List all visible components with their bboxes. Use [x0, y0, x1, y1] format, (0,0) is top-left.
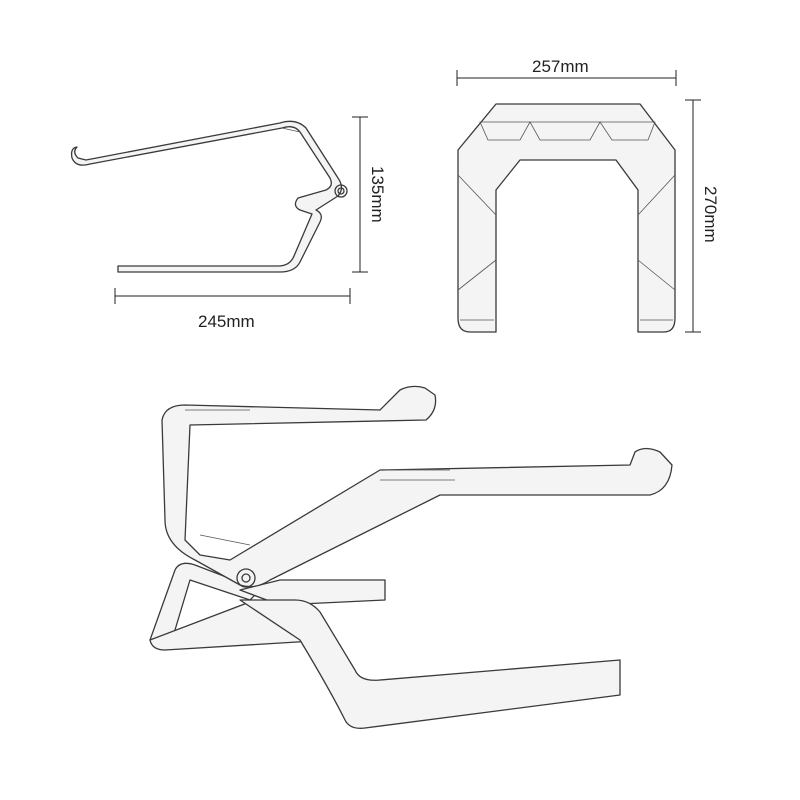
dimension-label-width: 257mm [532, 57, 589, 76]
dimension-270mm: 270mm [685, 99, 720, 333]
perspective-view [149, 385, 673, 729]
dimension-label-height: 135mm [368, 166, 387, 223]
dimension-257mm: 257mm [456, 57, 677, 86]
dimension-label-depth: 270mm [701, 186, 720, 243]
front-view [457, 103, 676, 333]
dimension-245mm: 245mm [114, 288, 351, 331]
dimension-label-length: 245mm [198, 312, 255, 331]
dimension-135mm: 135mm [352, 116, 387, 273]
side-view [70, 120, 348, 273]
